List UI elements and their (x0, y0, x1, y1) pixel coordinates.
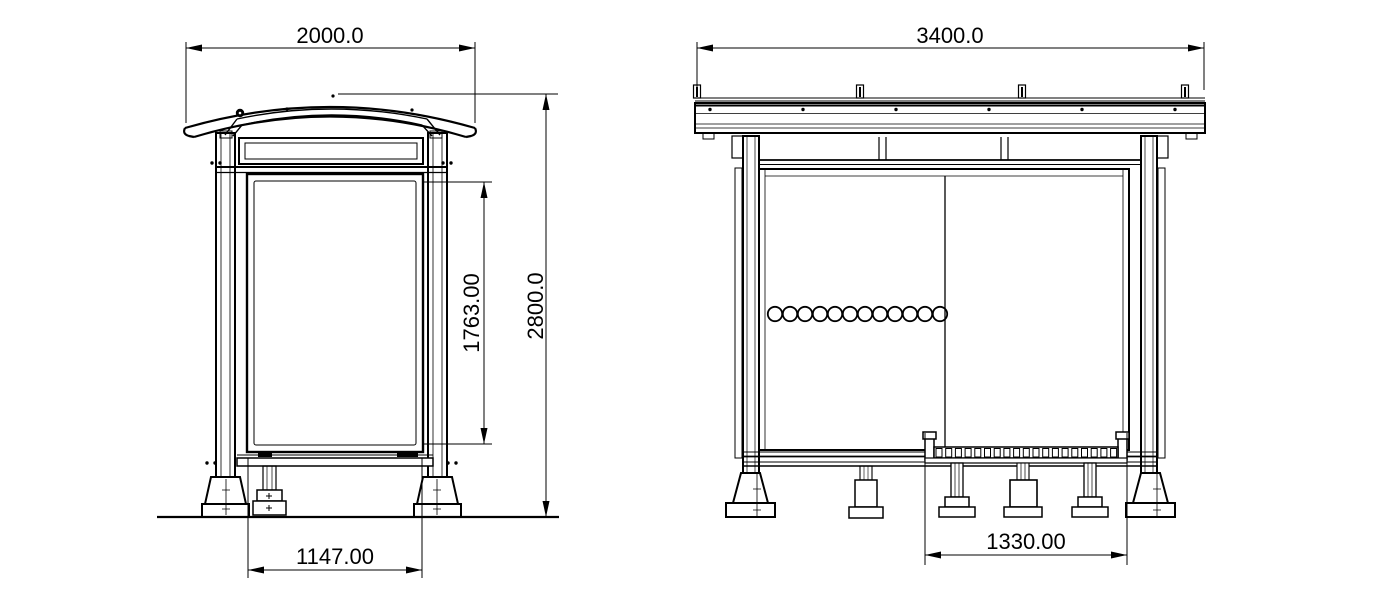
front-right-foot (1125, 472, 1176, 518)
bench (922, 431, 1130, 518)
front-posts (731, 135, 1169, 475)
roof-clips (692, 84, 1190, 99)
post-bolts (205, 161, 458, 465)
dim-label-side-overall-height: 2800.0 (523, 272, 548, 339)
dim-label-side-base-width: 1147.00 (296, 544, 374, 569)
side-right-foot (413, 476, 462, 518)
bench-legs (938, 462, 1109, 518)
dimension-side-panel-height: 1763.00 (424, 181, 492, 445)
dim-label-front-roof-width: 3400.0 (916, 23, 983, 48)
bench-right-arm (1117, 437, 1128, 461)
side-roof (183, 94, 477, 139)
dim-label-front-bench-width: 1330.00 (986, 529, 1066, 554)
side-left-foot (201, 476, 250, 518)
bench-left-arm (924, 437, 935, 461)
dim-label-side-panel-height: 1763.00 (459, 273, 484, 353)
front-left-foot (725, 472, 776, 518)
dimension-side-roof-width: 2000.0 (185, 23, 476, 123)
dimension-side-overall-height: 2800.0 (338, 93, 558, 517)
front-roof (692, 84, 1206, 140)
bench-slats (935, 448, 1118, 458)
side-posts (205, 132, 458, 478)
front-transom (759, 137, 1141, 165)
side-base (157, 453, 559, 519)
dimension-front-roof-width: 3400.0 (696, 23, 1205, 90)
side-ad-panel (245, 172, 425, 454)
dimension-side-base-width: 1147.00 (247, 458, 423, 578)
side-lightbox-band (216, 130, 447, 174)
perforation-circles (766, 305, 949, 323)
dim-label-side-roof-width: 2000.0 (296, 23, 363, 48)
side-small-pedestal (252, 465, 287, 516)
roof-rivets (708, 107, 1177, 112)
side-elevation-view: 2000.0 1763.00 2800.0 1147.00 (157, 23, 559, 578)
front-small-pedestal (848, 465, 884, 519)
dimension-front-bench-width: 1330.00 (924, 433, 1128, 565)
front-elevation-view: 3400.0 1330.00 (692, 23, 1206, 565)
front-back-wall (758, 168, 1130, 451)
